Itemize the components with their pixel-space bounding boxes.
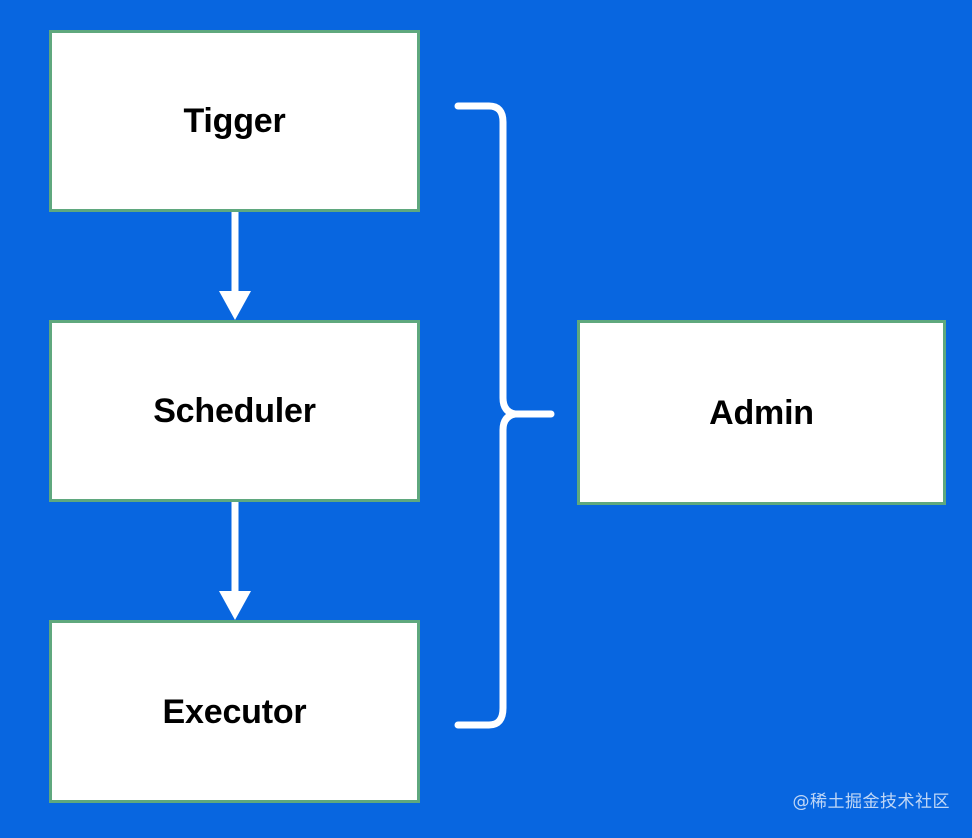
node-executor[interactable]: Executor bbox=[49, 620, 420, 803]
node-trigger[interactable]: Tigger bbox=[49, 30, 420, 212]
node-admin-label: Admin bbox=[709, 393, 814, 432]
node-admin[interactable]: Admin bbox=[577, 320, 946, 505]
arrow-trigger-to-scheduler bbox=[219, 212, 251, 320]
group-brace-icon bbox=[454, 102, 555, 729]
node-trigger-label: Tigger bbox=[183, 102, 286, 140]
watermark-text: @稀土掘金技术社区 bbox=[792, 792, 950, 812]
arrow-scheduler-to-executor bbox=[219, 502, 251, 620]
node-executor-label: Executor bbox=[162, 692, 307, 731]
node-scheduler[interactable]: Scheduler bbox=[49, 320, 420, 502]
node-scheduler-label: Scheduler bbox=[153, 392, 316, 430]
